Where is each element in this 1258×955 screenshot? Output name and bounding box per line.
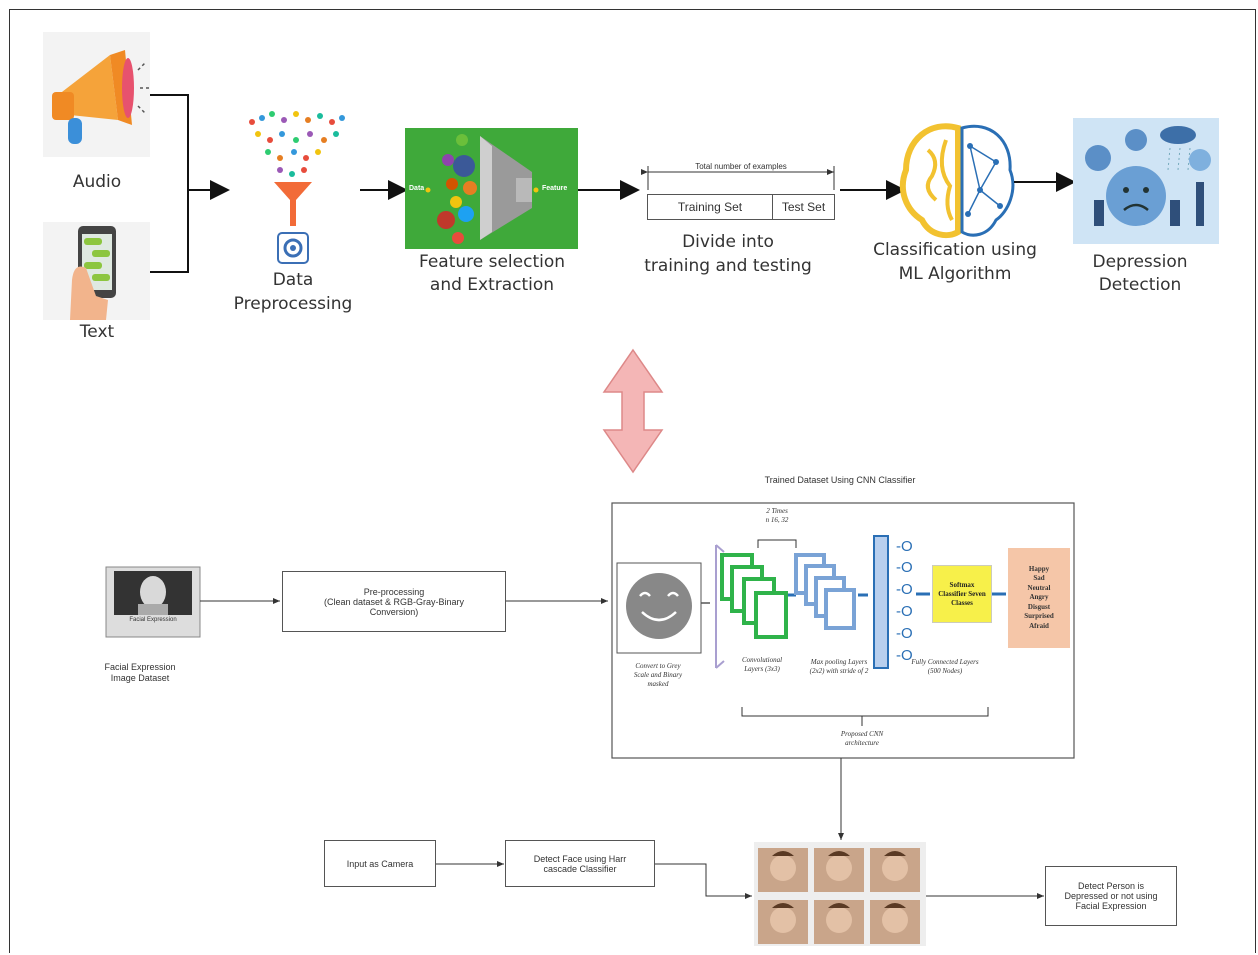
- fc-layers-label: Fully Connected Layers (500 Nodes): [911, 658, 979, 675]
- preprocess-line-2: (Clean dataset & RGB-Gray-Binary: [323, 596, 465, 607]
- facial-inner-label: Facial Expression: [129, 617, 177, 623]
- dataset-label-1: Facial Expression: [104, 662, 176, 672]
- audio-label: Audio: [72, 172, 122, 192]
- brain-icon: [899, 123, 1015, 239]
- divide-label-1: Divide into: [682, 232, 774, 252]
- result-box: Detect Person is Depressed or not using …: [1045, 866, 1177, 926]
- class-label: Disgust: [1027, 602, 1051, 611]
- cnn-title: Trained Dataset Using CNN Classifier: [764, 475, 916, 485]
- detect-face-line-1: Detect Face using Harr: [533, 853, 627, 864]
- feature-label-2: and Extraction: [429, 275, 555, 295]
- svg-text:-O: -O: [896, 647, 913, 664]
- svg-text:-O: -O: [896, 603, 913, 620]
- preprocessing-label-1: Data: [272, 270, 314, 290]
- training-set-box: Training Set: [647, 194, 773, 220]
- detect-face-box: Detect Face using Harr cascade Classifie…: [505, 840, 655, 887]
- softmax-classifier-box: Softmax Classifier Seven Classes: [932, 565, 992, 623]
- convolutional-layers: [720, 553, 788, 639]
- convert-label: Convert to Grey Scale and Binary masked: [633, 662, 683, 688]
- pooling-layers-label: Max pooling Layers (2x2) with stride of …: [809, 658, 869, 675]
- result-line-1: Detect Person is: [1077, 881, 1145, 891]
- funnel-icon: [249, 111, 345, 264]
- depression-illustration: [1073, 118, 1219, 244]
- split-header: Total number of examples: [695, 162, 787, 171]
- preprocessing-label-2: Preprocessing: [233, 294, 353, 314]
- facial-expression-thumbnail: [105, 566, 201, 638]
- svg-text:-O: -O: [896, 538, 913, 555]
- classification-label-2: ML Algorithm: [898, 264, 1012, 284]
- feature-box-left-text: Data: [409, 185, 425, 192]
- double-arrow-icon: [602, 348, 664, 474]
- result-line-3: Facial Expression: [1075, 901, 1147, 911]
- max-pooling-layers: [794, 553, 856, 630]
- class-label: Afraid: [1029, 621, 1049, 630]
- fully-connected-layer: -O -O -O -O -O -O: [873, 535, 913, 669]
- svg-text:-O: -O: [896, 581, 913, 598]
- test-set-box: Test Set: [772, 194, 835, 220]
- feature-extraction-graphic: [405, 128, 578, 249]
- megaphone-icon: [43, 32, 150, 157]
- emotion-classes-box: Happy Sad Neutral Angry Disgust Surprise…: [1008, 548, 1070, 648]
- class-label: Happy: [1028, 564, 1050, 573]
- class-label: Angry: [1029, 593, 1049, 602]
- times-label: 2 Times: [766, 507, 788, 515]
- class-label: Neutral: [1027, 583, 1051, 592]
- class-label: Sad: [1033, 574, 1045, 583]
- architecture-label: Proposed CNN architecture: [840, 730, 884, 747]
- face-samples-grid: [754, 842, 926, 946]
- conv-layers-label: Convolutional Layers (3x3): [741, 656, 783, 673]
- class-label: Surprised: [1024, 612, 1054, 621]
- phone-chat-icon: [43, 222, 150, 320]
- preprocess-line-3: Conversion): [369, 606, 419, 617]
- split-dimension-line: [641, 166, 835, 190]
- svg-text:-O: -O: [896, 559, 913, 576]
- feature-box-right-text: Feature: [542, 185, 568, 192]
- diagram-frame: [9, 9, 1256, 953]
- preprocess-line-1: Pre-processing: [363, 586, 425, 597]
- result-line-2: Depressed or not using: [1064, 891, 1158, 901]
- text-label: Text: [79, 322, 115, 342]
- svg-text:-O: -O: [896, 625, 913, 642]
- depression-label-1: Depression: [1092, 252, 1188, 272]
- camera-input-box: Input as Camera: [324, 840, 436, 887]
- classification-label-1: Classification using: [873, 240, 1037, 260]
- times-sub-label: n 16, 32: [765, 516, 789, 524]
- divide-label-2: training and testing: [644, 256, 812, 276]
- smiley-face-icon: [616, 562, 702, 654]
- preprocessing-box: Pre-processing (Clean dataset & RGB-Gray…: [282, 571, 506, 632]
- dataset-label-2: Image Dataset: [110, 673, 170, 683]
- feature-label-1: Feature selection: [418, 252, 566, 272]
- depression-label-2: Detection: [1098, 275, 1182, 295]
- detect-face-line-2: cascade Classifier: [543, 863, 617, 874]
